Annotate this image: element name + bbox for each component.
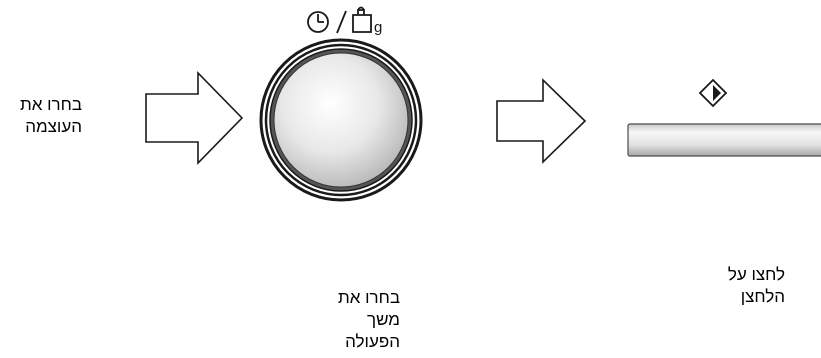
step-label-start: לחצו על הלחצן (727, 265, 785, 306)
start-button[interactable] (627, 123, 821, 157)
arrow-right-icon (496, 78, 587, 164)
timer-weight-icon (307, 6, 372, 34)
weight-unit-label: g (374, 19, 382, 36)
dial-knob[interactable] (259, 38, 423, 202)
arrow-right-icon (145, 71, 244, 165)
step-label-duration: בחרו את משך הפעולה (338, 288, 400, 351)
step-label-power: בחרו את העוצמה (20, 95, 82, 136)
start-diamond-icon (698, 78, 728, 108)
